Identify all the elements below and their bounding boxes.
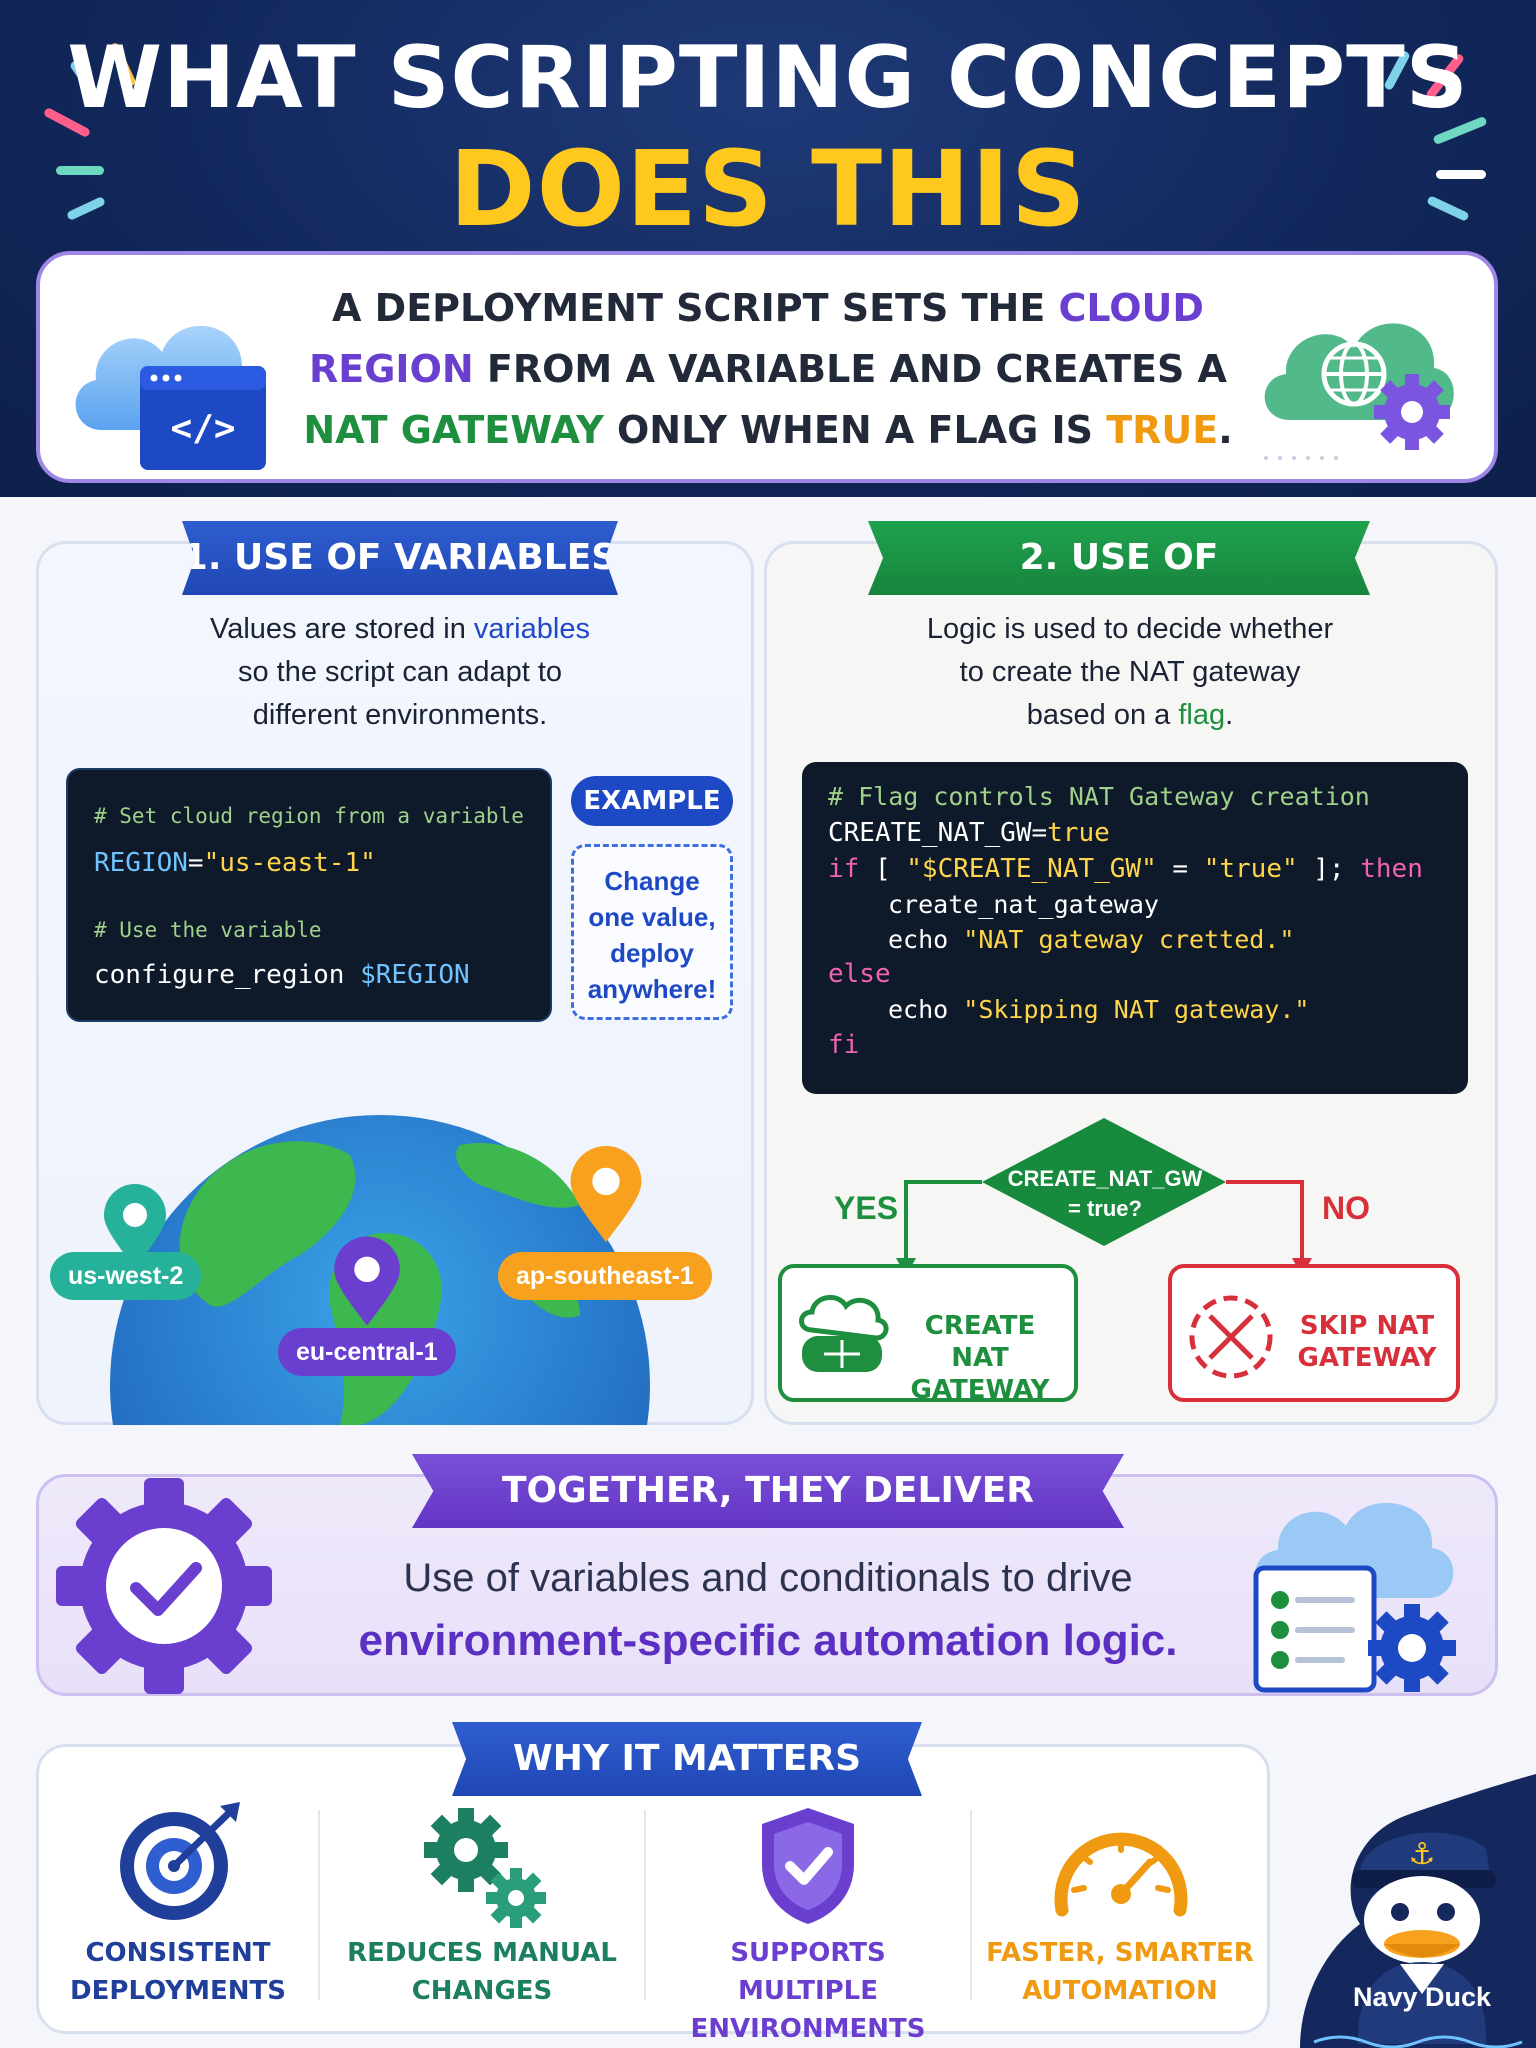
yes-label: YES <box>834 1190 899 1226</box>
burst-decoration <box>56 166 104 175</box>
together-heading: TOGETHER, THEY DELIVER <box>412 1454 1124 1528</box>
together-line1: Use of variables and conditionals to dri… <box>403 1556 1133 1600</box>
why-label-consistent: CONSISTENT DEPLOYMENTS <box>70 1938 286 2006</box>
together-line2: environment-specific automation logic. <box>358 1616 1178 1665</box>
gear-check-icon <box>56 1478 272 1694</box>
conditionals-code-block: # Flag controls NAT Gateway creation CRE… <box>802 762 1468 1094</box>
shield-check-icon <box>762 1808 854 1924</box>
code-comment: # Use the variable <box>94 918 322 942</box>
why-heading: WHY IT MATTERS <box>452 1722 922 1796</box>
svg-text:</>: </> <box>170 408 235 449</box>
skip-nat-gateway-label: SKIP NAT GATEWAY <box>1297 1311 1437 1373</box>
navy-duck-mascot-icon: ⚓ <box>1300 1774 1536 2048</box>
speedometer-icon <box>1054 1832 1188 1917</box>
gears-icon <box>424 1808 546 1928</box>
why-label-supports-multiple: SUPPORTS MULTIPLE ENVIRONMENTS <box>690 1938 926 2044</box>
decision-text: CREATE_NAT_GW = true? <box>1007 1166 1203 1221</box>
skip-nat-gateway-box <box>1168 1264 1460 1402</box>
intro-card <box>36 251 1498 483</box>
code-echo: echo "Skipping NAT gateway." <box>888 995 1310 1024</box>
code-echo: echo "NAT gateway cretted." <box>888 925 1295 954</box>
divider <box>970 1810 972 2000</box>
divider <box>644 1810 646 2000</box>
keyword-cloud-region: CLOUD REGION <box>309 286 1204 391</box>
code-else: else <box>828 959 891 989</box>
code-assignment: CREATE_NAT_GW=true <box>828 818 1110 848</box>
variables-description: Values are stored in variables so the sc… <box>210 613 590 731</box>
why-label-reduces-manual: REDUCES MANUAL CHANGES <box>347 1938 617 2006</box>
example-callout: Change one value, deploy anywhere! <box>571 844 733 1020</box>
intro-statement: A DEPLOYMENT SCRIPT SETS THE CLOUD REGIO… <box>303 286 1233 452</box>
pin-icon <box>334 1236 400 1326</box>
cloud-code-icon: </> <box>75 325 266 470</box>
page-title-line1: WHAT SCRIPTING CONCEPTS <box>67 28 1469 128</box>
keyword-variables: variables <box>473 613 590 645</box>
nat-gateway-icon <box>799 1295 889 1372</box>
cloud-checklist-gear-icon <box>1253 1502 1456 1693</box>
why-label-faster-smarter: FASTER, SMARTER AUTOMATION <box>986 1938 1254 2006</box>
code-call: configure_region $REGION <box>94 960 470 990</box>
conditionals-heading: 2. USE OF CONDITIONALS <box>868 521 1370 595</box>
conditionals-description: Logic is used to decide whether to creat… <box>926 613 1334 731</box>
burst-decoration <box>1436 170 1486 179</box>
code-comment: # Set cloud region from a variable <box>94 804 524 828</box>
keyword-nat-gateway: NAT GATEWAY <box>303 408 604 452</box>
variables-code-block: # Set cloud region from a variable REGIO… <box>66 768 552 1022</box>
brand-name: Navy Duck <box>1352 1982 1492 2012</box>
code-create-call: create_nat_gateway <box>888 890 1159 919</box>
region-label-ap-southeast-1: ap-southeast-1 <box>498 1252 712 1300</box>
no-label: NO <box>1322 1190 1370 1226</box>
code-if: if [ "$CREATE_NAT_GW" = "true" ]; then <box>828 854 1423 884</box>
code-comment: # Flag controls NAT Gateway creation <box>828 782 1370 811</box>
svg-text:⚓: ⚓ <box>1409 1837 1436 1872</box>
code-fi: fi <box>828 1030 860 1060</box>
keyword-true: TRUE <box>1106 408 1219 452</box>
pin-icon <box>104 1184 166 1268</box>
code-assignment: REGION="us-east-1" <box>94 848 376 878</box>
example-badge: EXAMPLE <box>571 776 733 826</box>
keyword-flag: flag <box>1178 699 1226 731</box>
skip-x-icon <box>1189 1295 1273 1379</box>
pin-icon <box>570 1146 642 1242</box>
divider <box>318 1810 320 2000</box>
region-label-eu-central-1: eu-central-1 <box>278 1328 456 1376</box>
target-icon <box>120 1802 240 1920</box>
create-nat-gateway-label: CREATE NAT GATEWAY <box>910 1311 1050 1405</box>
variables-heading: 1. USE OF VARIABLES <box>182 521 618 595</box>
region-label-us-west-2: us-west-2 <box>50 1252 202 1300</box>
cloud-globe-gear-icon <box>1264 323 1454 460</box>
